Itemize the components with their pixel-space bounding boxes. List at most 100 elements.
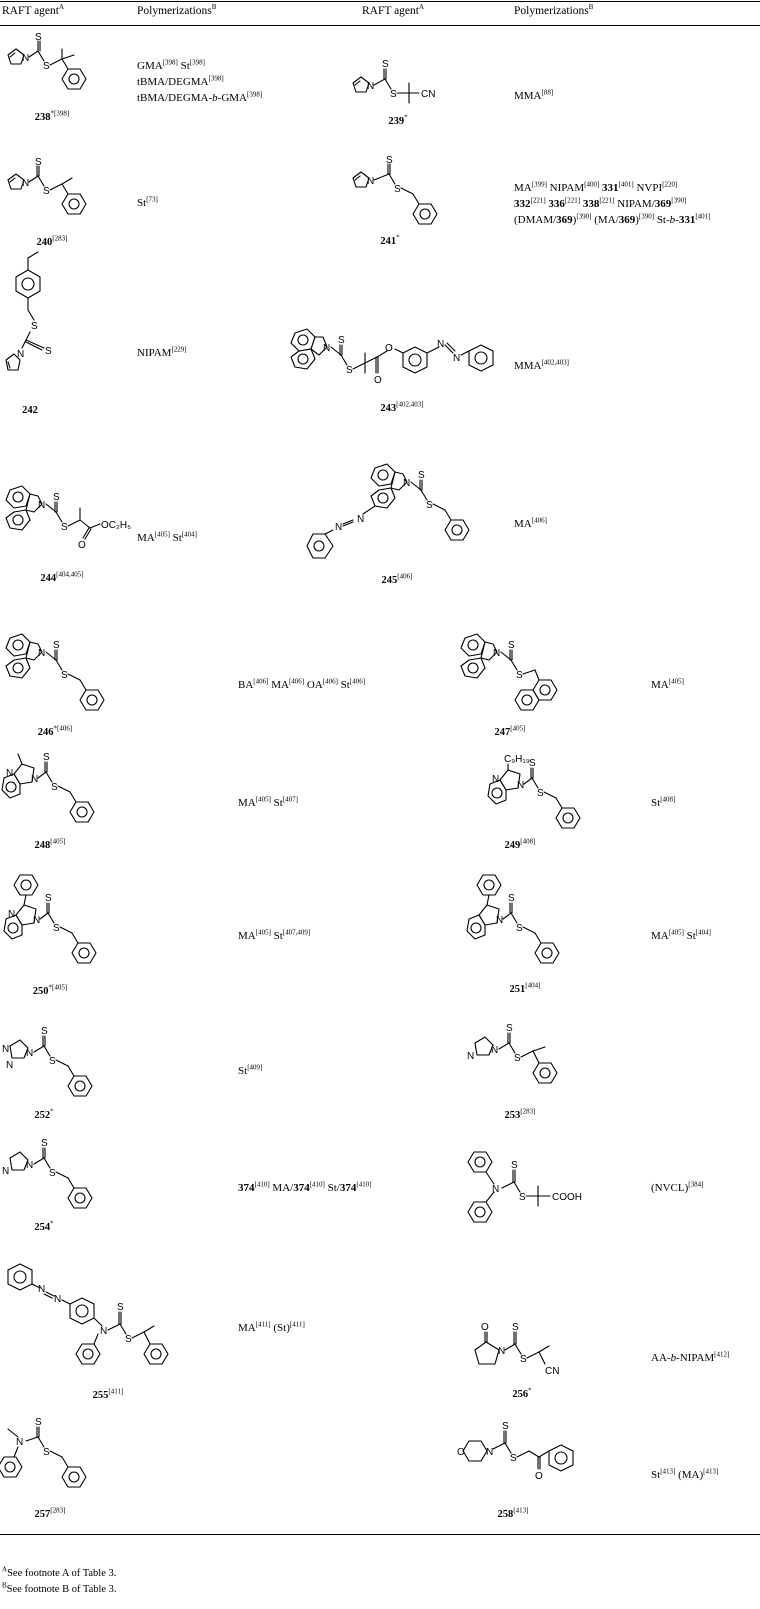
svg-text:S: S (418, 470, 425, 481)
svg-text:N: N (496, 915, 503, 926)
svg-text:S: S (382, 59, 389, 70)
svg-text:S: S (41, 1026, 48, 1037)
polymerizations-258: St[413] (MA)[413] (651, 1467, 719, 1481)
svg-text:N: N (403, 478, 410, 489)
svg-text:N: N (467, 1051, 474, 1062)
table-bottom-rule (0, 1534, 760, 1535)
svg-text:COOH: COOH (552, 1192, 582, 1203)
compound-label-240: 240[283] (36, 234, 68, 248)
svg-text:S: S (45, 893, 52, 904)
header-raft-agent-right: RAFT agentA (362, 3, 425, 17)
svg-text:S: S (390, 89, 397, 100)
svg-text:S: S (117, 1302, 124, 1313)
compound-label-257: 257[283] (34, 1506, 66, 1520)
polymerizations-251: MA[405] St[404] (651, 928, 712, 942)
compound-label-256: 256* (512, 1386, 532, 1400)
polymerizations-244: MA[405] St[404] (137, 530, 198, 544)
svg-text:N: N (323, 343, 330, 354)
svg-text:S: S (53, 923, 60, 934)
svg-text:N: N (38, 500, 45, 511)
structure-253: N N S S (467, 1023, 558, 1084)
svg-text:S: S (514, 1053, 521, 1064)
svg-text:S: S (35, 1417, 42, 1428)
svg-text:S: S (510, 1453, 517, 1464)
header-rule (0, 25, 760, 26)
svg-text:N: N (100, 1326, 107, 1337)
svg-text:S: S (35, 32, 42, 43)
polymerizations-245: MA[406] (514, 516, 547, 530)
polymerizations-255: MA[411] (St)[411] (238, 1320, 305, 1334)
svg-text:S: S (49, 1056, 56, 1067)
svg-text:S: S (35, 157, 42, 168)
structure-247: N S S (460, 633, 558, 711)
svg-text:S: S (394, 184, 401, 195)
polymerizations-238: GMA[398] St[398]tBMA/DEGMA[398]tBMA/DEGM… (137, 58, 263, 104)
structure-240: N S S (7, 157, 87, 215)
svg-text:CN: CN (421, 89, 435, 100)
polymerizations-242: NIPAM[229] (137, 345, 187, 359)
svg-text:S: S (61, 522, 68, 533)
svg-text:S: S (41, 1138, 48, 1149)
structure-252: NN N SS (2, 1026, 93, 1097)
structure-249: C₉H₁₉ NN SS (487, 754, 581, 829)
compound-label-239: 239* (388, 113, 408, 127)
svg-text:S: S (529, 758, 536, 769)
structure-245: N SS N N (306, 463, 470, 559)
structure-248: NN SS (1, 752, 95, 823)
svg-text:S: S (516, 923, 523, 934)
compound-label-246: 246*[406] (37, 724, 73, 738)
svg-text:N: N (492, 774, 499, 785)
compound-label-248: 248[405] (34, 837, 66, 851)
svg-text:N: N (6, 1060, 13, 1071)
structure-242: S S N (5, 251, 52, 371)
polymerizations-250: MA[405] St[407,409] (238, 928, 311, 942)
footnote-b: BSee footnote B of Table 3. (2, 1581, 117, 1595)
polymerizations-nvcl-agent: (NVCL)[384] (651, 1180, 704, 1194)
svg-text:S: S (386, 155, 393, 166)
svg-text:N: N (491, 1045, 498, 1056)
svg-text:S: S (43, 752, 50, 763)
structure-254: NN SS (2, 1138, 93, 1209)
structure-251: N SS (466, 874, 560, 964)
svg-text:S: S (43, 186, 50, 197)
svg-text:N: N (2, 1044, 9, 1055)
svg-text:N: N (335, 522, 342, 533)
svg-text:O: O (374, 375, 382, 386)
structure-255: N N N SS (7, 1263, 169, 1365)
svg-text:S: S (516, 670, 523, 681)
table-top-rule (0, 1, 760, 2)
svg-text:N: N (492, 1184, 499, 1195)
svg-text:S: S (520, 1354, 527, 1365)
svg-text:O: O (535, 1471, 543, 1482)
svg-text:N: N (38, 648, 45, 659)
header-polymerizations-right: PolymerizationsB (514, 3, 594, 17)
header-polymerizations-left: PolymerizationsB (137, 3, 217, 17)
svg-text:N: N (493, 648, 500, 659)
svg-text:S: S (61, 670, 68, 681)
svg-text:N: N (22, 53, 29, 64)
structure-257: N SS (0, 1417, 87, 1488)
compound-label-243: 243[402,403] (380, 400, 424, 414)
svg-text:S: S (512, 1322, 519, 1333)
svg-text:O: O (385, 343, 393, 354)
svg-text:S: S (53, 492, 60, 503)
polymerizations-241: MA[399] NIPAM[400] 331[401] NVPI[220]332… (514, 180, 711, 226)
structure-244: N SS O OC₂H₅ (5, 485, 131, 551)
svg-text:N: N (26, 1160, 33, 1171)
svg-text:N: N (17, 349, 24, 360)
structure-239: N S S CN (352, 59, 435, 104)
svg-text:S: S (31, 321, 38, 332)
structure-241: N S S (352, 155, 438, 225)
polymerizations-240: St[73] (137, 195, 158, 209)
svg-text:N: N (8, 909, 15, 920)
svg-text:S: S (508, 640, 515, 651)
svg-text:N: N (54, 1294, 61, 1305)
compound-label-253: 253[283] (504, 1107, 536, 1121)
svg-text:N: N (453, 353, 460, 364)
compound-label-258: 258[413] (497, 1506, 529, 1520)
svg-text:S: S (506, 1023, 513, 1034)
footnote-a: ASee footnote A of Table 3. (2, 1565, 117, 1579)
header-raft-agent-left: RAFT agentA (2, 3, 65, 17)
svg-text:N: N (38, 1284, 45, 1295)
